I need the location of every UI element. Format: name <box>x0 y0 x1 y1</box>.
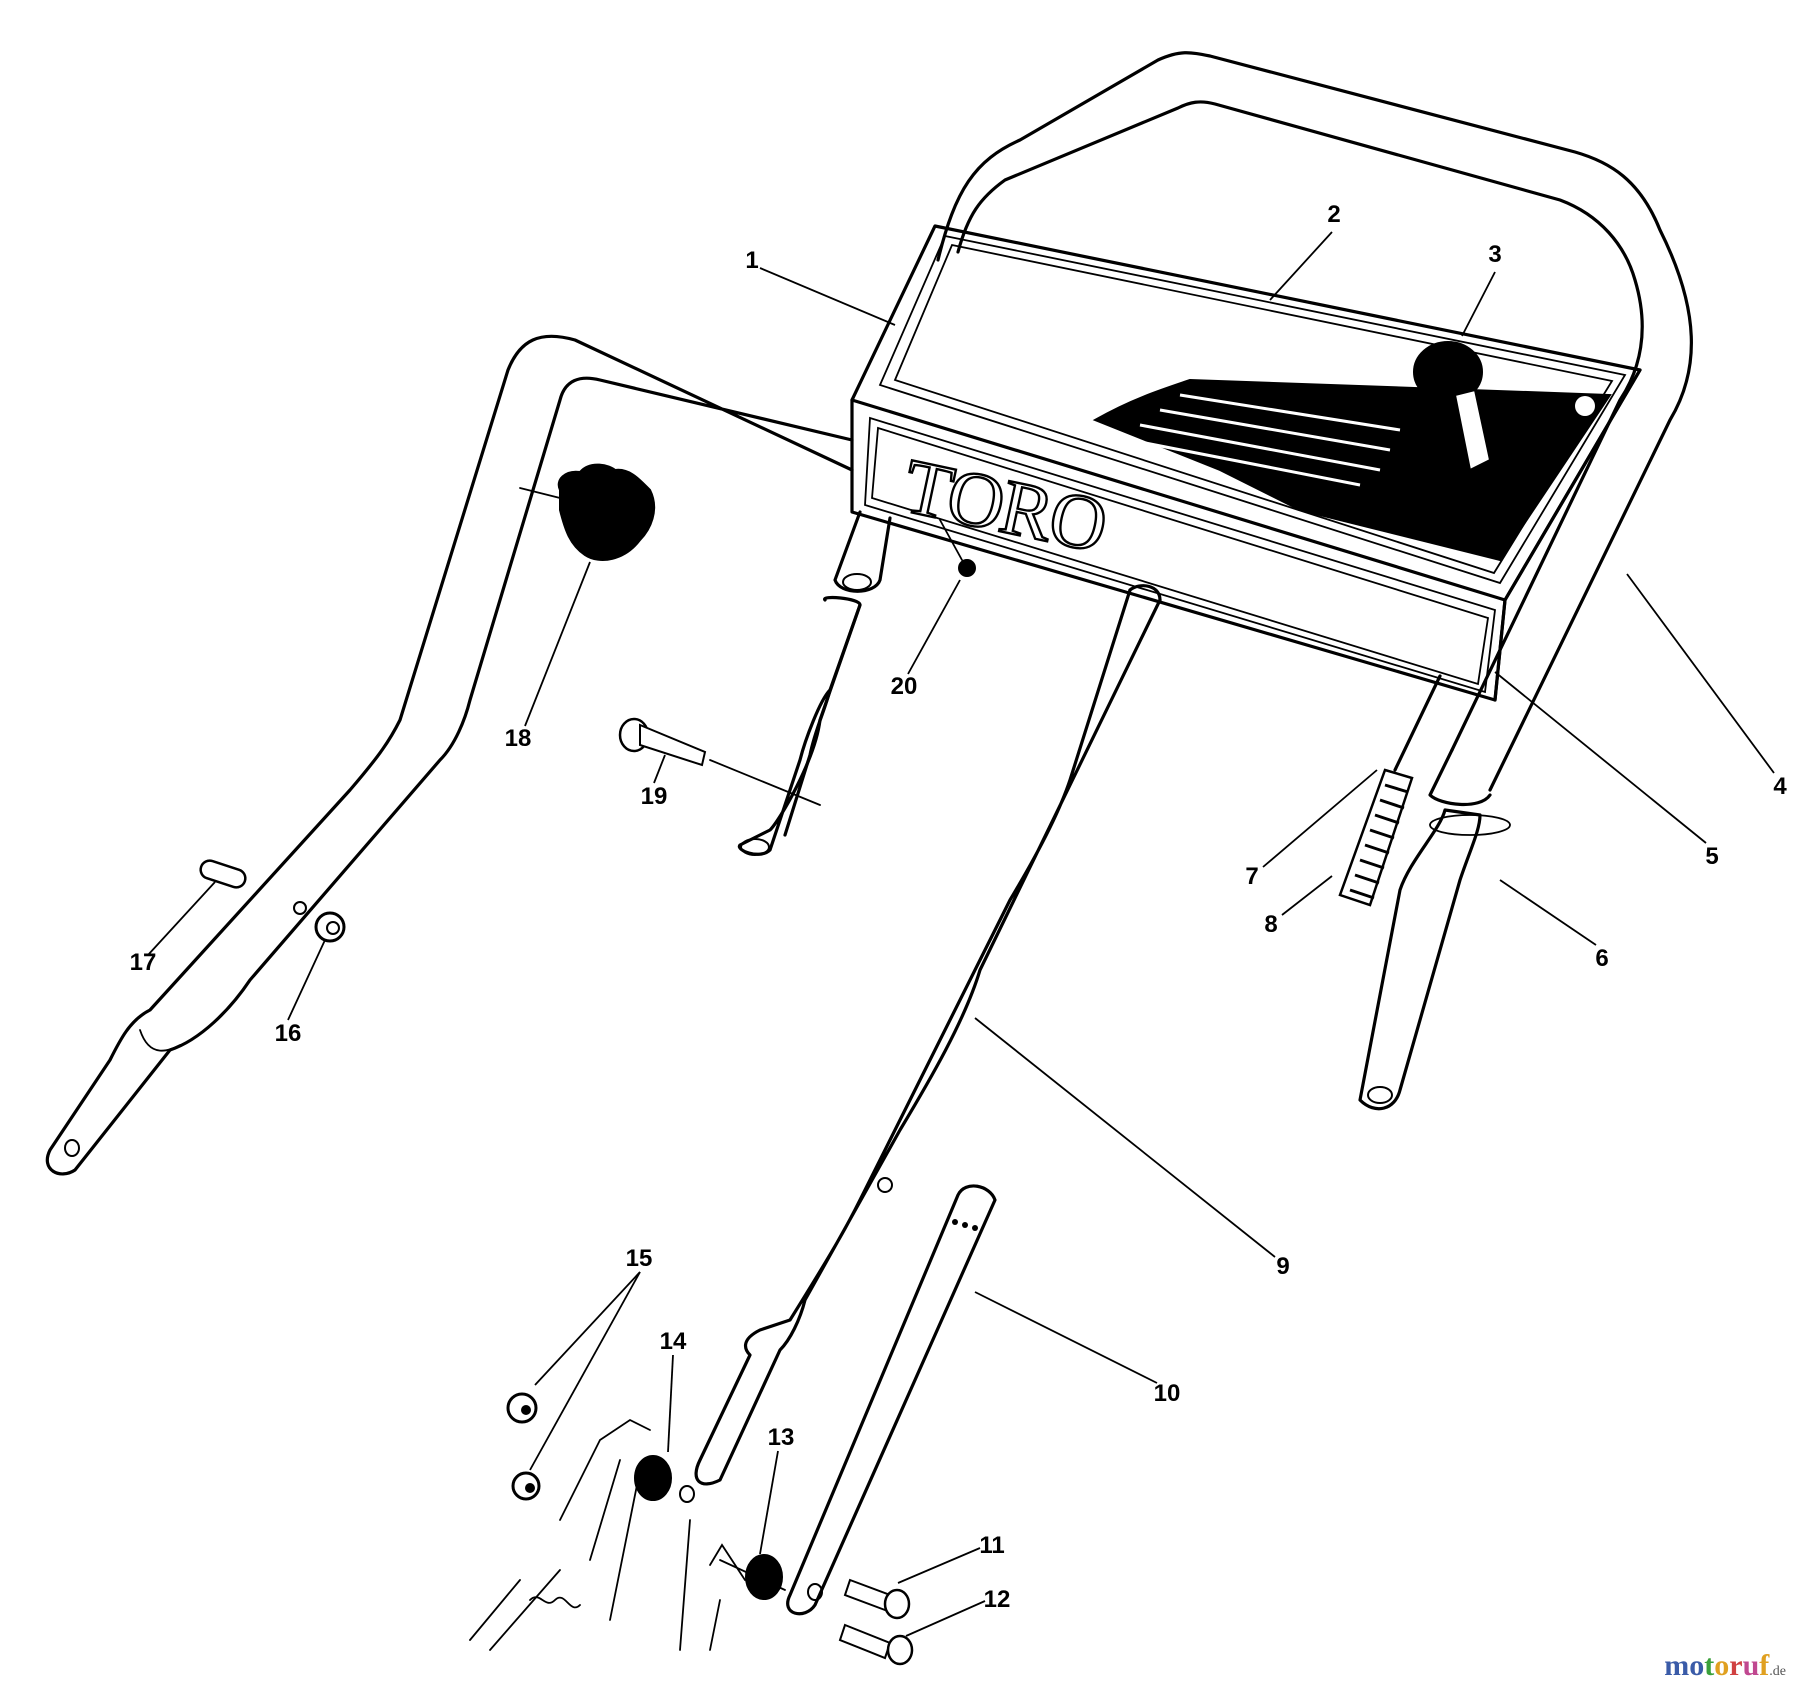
right-lower-tube <box>1358 808 1511 1111</box>
label-15: 15 <box>626 1245 653 1272</box>
pin-part-17 <box>199 859 247 889</box>
wm-letter: f <box>1759 1649 1770 1682</box>
mower-deck-bracket <box>469 1418 786 1651</box>
label-13: 13 <box>768 1424 795 1451</box>
wm-letter: t <box>1704 1649 1715 1682</box>
cable-parts-7-8 <box>1338 674 1442 907</box>
nuts-part-15 <box>506 1392 541 1501</box>
lower-handle-part-9 <box>679 584 1162 1503</box>
bolt-part-12 <box>838 1623 914 1666</box>
label-14: 14 <box>660 1328 687 1355</box>
wm-letter: m <box>1664 1649 1690 1682</box>
label-5: 5 <box>1705 843 1718 870</box>
label-7: 7 <box>1245 863 1258 890</box>
throttle-knob-part-3 <box>1413 341 1492 472</box>
upper-handle-part-4 <box>936 51 1693 807</box>
label-18: 18 <box>505 725 532 752</box>
screw-part-20 <box>939 519 976 577</box>
label-8: 8 <box>1264 911 1277 938</box>
plug-part-14 <box>634 1455 672 1501</box>
label-4: 4 <box>1773 773 1787 800</box>
wm-letter: u <box>1742 1649 1760 1682</box>
center-tube-lower <box>737 595 862 856</box>
brace-part-10 <box>786 1184 997 1616</box>
label-6: 6 <box>1595 945 1608 972</box>
wm-letter: o <box>1689 1649 1705 1682</box>
wm-suffix: .de <box>1769 1664 1786 1679</box>
leader-lines <box>147 231 1775 1637</box>
plug-part-13 <box>745 1554 783 1600</box>
label-9: 9 <box>1276 1253 1289 1280</box>
toro-logo: TORO <box>896 442 1113 569</box>
callout-labels: 1 2 3 4 5 6 7 8 9 10 11 12 13 14 15 16 1… <box>130 201 1788 1613</box>
motoruf-watermark: motoruf.de <box>1664 1649 1786 1683</box>
clip-part-6 <box>1429 814 1511 836</box>
left-handle-arm <box>45 334 854 1176</box>
label-3: 3 <box>1488 241 1501 268</box>
nut-part-16 <box>314 911 346 943</box>
bolt-part-11 <box>843 1578 911 1620</box>
label-19: 19 <box>641 783 668 810</box>
label-2: 2 <box>1327 201 1340 228</box>
bolt-part-19 <box>618 717 821 806</box>
label-17: 17 <box>130 949 157 976</box>
wm-letter: r <box>1729 1649 1743 1682</box>
label-12: 12 <box>984 1586 1011 1613</box>
center-tube-upper <box>833 510 892 593</box>
label-1: 1 <box>745 247 758 274</box>
wm-letter: o <box>1714 1649 1730 1682</box>
knob-part-18 <box>519 463 656 561</box>
label-10: 10 <box>1154 1380 1181 1407</box>
label-11: 11 <box>979 1532 1004 1559</box>
label-16: 16 <box>275 1020 302 1047</box>
control-panel-part-1: TORO <box>850 224 1642 702</box>
label-20: 20 <box>891 673 918 700</box>
